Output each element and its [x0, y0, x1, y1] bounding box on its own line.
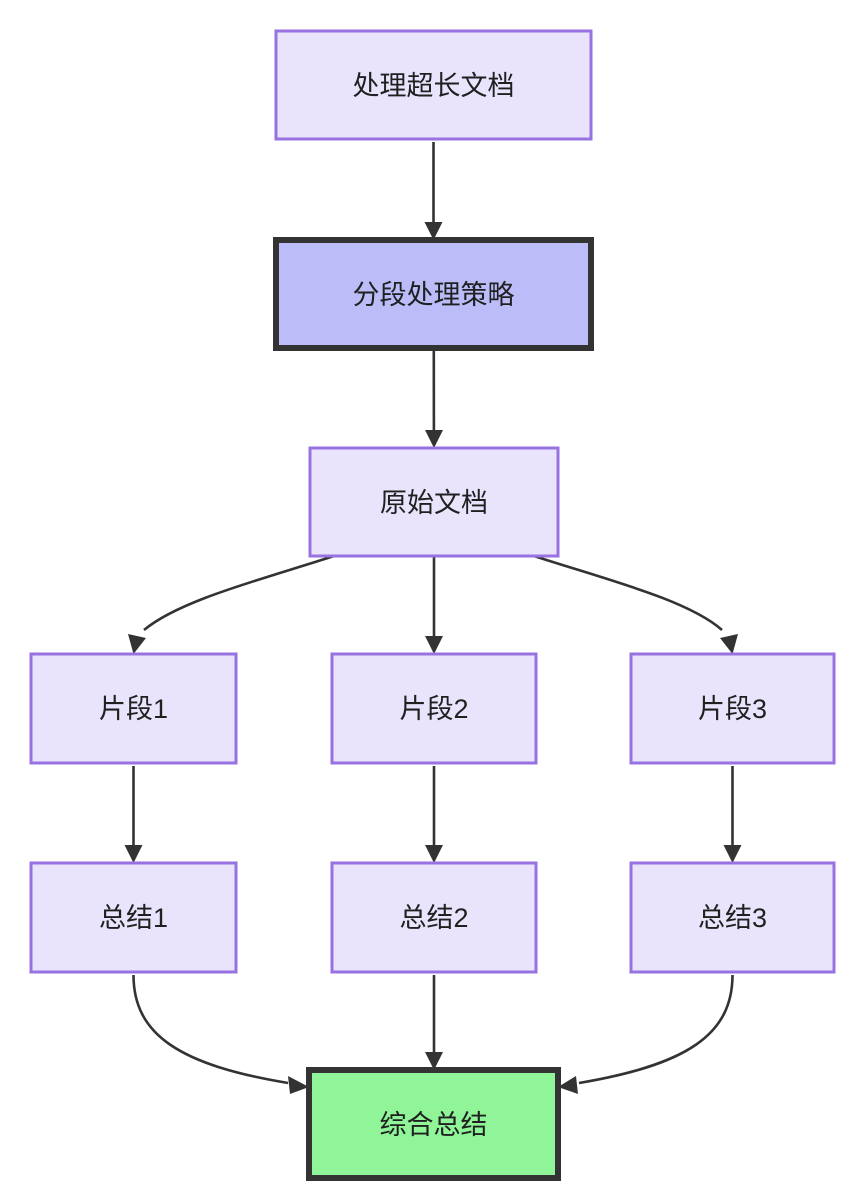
- edge-summary3-to-final: [558, 974, 734, 1094]
- node-summary-2[interactable]: 总结2: [330, 861, 538, 974]
- edge-source-to-chunk3: [533, 554, 738, 654]
- node-chunk-3[interactable]: 片段3: [629, 652, 836, 765]
- node-chunking-strategy[interactable]: 分段处理策略: [273, 237, 594, 351]
- edge-chunk3-to-summary3: [723, 766, 742, 863]
- node-process-long-document-label: 处理超长文档: [353, 71, 515, 101]
- edge-source-to-chunk2: [425, 556, 443, 654]
- node-layer: 处理超长文档 分段处理策略 原始文档 片段1 片段2 片段3: [29, 29, 836, 1181]
- edge-summary2-to-final: [425, 975, 443, 1070]
- node-chunk-3-shape: [629, 652, 836, 765]
- node-chunking-strategy-shape: [273, 237, 594, 351]
- node-process-long-document[interactable]: 处理超长文档: [274, 29, 593, 141]
- edge-summary1-to-final: [132, 974, 309, 1094]
- node-combined-summary-label: 综合总结: [380, 1110, 488, 1140]
- node-chunk-2-label: 片段2: [399, 694, 468, 724]
- edge-source-to-chunk1: [128, 554, 335, 654]
- node-summary-3-label: 总结3: [698, 903, 767, 933]
- node-chunk-2[interactable]: 片段2: [330, 652, 538, 765]
- node-summary-3[interactable]: 总结3: [629, 861, 836, 974]
- node-process-long-document-shape: [274, 29, 593, 141]
- node-source-document-shape: [308, 446, 560, 558]
- node-chunk-3-label: 片段3: [698, 694, 767, 724]
- node-summary-3-shape: [629, 861, 836, 974]
- node-summary-1[interactable]: 总结1: [29, 861, 238, 974]
- node-summary-2-shape: [330, 861, 538, 974]
- node-source-document[interactable]: 原始文档: [308, 446, 560, 558]
- edge-chunk1-to-summary1: [124, 766, 143, 863]
- edge-strategy-to-source: [425, 350, 443, 448]
- node-chunk-1-shape: [29, 652, 238, 765]
- node-summary-1-shape: [29, 861, 238, 974]
- node-chunking-strategy-label: 分段处理策略: [353, 280, 515, 310]
- node-chunk-1-label: 片段1: [99, 694, 168, 724]
- node-source-document-label: 原始文档: [380, 488, 488, 518]
- node-combined-summary-shape: [306, 1067, 561, 1181]
- node-chunk-2-shape: [330, 652, 538, 765]
- edge-chunk2-to-summary2: [425, 766, 443, 863]
- node-chunk-1[interactable]: 片段1: [29, 652, 238, 765]
- edge-doc-to-strategy: [424, 142, 443, 240]
- node-summary-1-label: 总结1: [99, 903, 168, 933]
- node-combined-summary[interactable]: 综合总结: [306, 1067, 561, 1181]
- node-summary-2-label: 总结2: [399, 903, 468, 933]
- edge-layer: [124, 142, 742, 1094]
